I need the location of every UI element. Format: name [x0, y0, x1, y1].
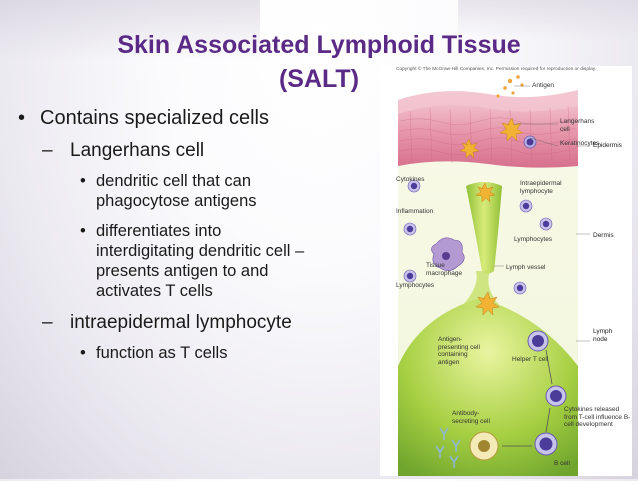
langerhans-cell-2 [459, 138, 480, 159]
label-intraepidermal-lymphocyte: Intraepidermal lymphocyte [520, 180, 562, 195]
label-lymph-node: Lymph node [593, 328, 613, 343]
label-antigen-presenting-cell: Antigen-presenting cell containing antig… [438, 336, 480, 366]
leader-lines [494, 85, 590, 342]
bullet-list: Contains specialized cells –Langerhans c… [18, 106, 318, 373]
label-inflammation: Inflammation [396, 208, 434, 215]
detail-bullet-differentiates: differentiates into interdigitating dend… [18, 221, 318, 301]
background-shade-left [0, 0, 260, 60]
sub-bullet-langerhans: –Langerhans cell [42, 140, 205, 161]
label-lymphocytes-right: Lymphocytes [514, 236, 553, 243]
salt-diagram-svg [398, 75, 590, 476]
label-antigen: Antigen [532, 82, 555, 89]
label-cytokines-released: Cytokines released from T-cell influence… [564, 406, 631, 428]
dermal-cells [403, 179, 553, 295]
label-dermis: Dermis [593, 232, 614, 239]
process-arrows [502, 349, 553, 447]
slide-title: Skin Associated Lymphoid Tissue (SALT) [0, 28, 638, 96]
lymph-vessel [466, 182, 502, 274]
sub-bullet-langerhans-text: Langerhans cell [70, 140, 205, 161]
label-b-cell: B cell [554, 460, 570, 467]
bullet-specialized-cells: Contains specialized cells [18, 106, 318, 131]
label-helper-t-cell: Helper T cell [512, 356, 549, 363]
slide-title-line-2: (SALT) [278, 65, 360, 93]
slide-title-line-1: Skin Associated Lymphoid Tissue [117, 31, 521, 59]
label-epidermis: Epidermis [593, 142, 622, 149]
label-lymph-vessel: Lymph vessel [506, 264, 546, 271]
antibodies [435, 427, 461, 468]
background-shade-right [458, 0, 638, 40]
label-antibody-secreting-cell: Antibody-secreting cell [452, 410, 490, 425]
label-cytokines: Cytokines [396, 176, 425, 183]
figure-copyright: Copyright © The McGraw-Hill Companies, I… [396, 67, 597, 72]
salt-figure [380, 66, 632, 476]
sub-bullet-intraepidermal-text: intraepidermal lymphocyte [70, 312, 292, 333]
detail-bullet-dendritic: dendritic cell that can phagocytose anti… [18, 171, 318, 211]
label-keratinocytes: Keratinocytes [560, 140, 600, 147]
label-langerhans-cell: Langerhans cell [560, 118, 595, 133]
migrating-langerhans-cell [475, 182, 496, 203]
sub-bullet-intraepidermal: –intraepidermal lymphocyte [42, 312, 292, 333]
label-tissue-macrophage: Tissue macrophage [426, 262, 463, 277]
antigen-presenting-cell [475, 291, 500, 316]
detail-bullet-t-cells: function as T cells [18, 343, 318, 363]
label-lymphocytes-left: Lymphocytes [396, 282, 435, 289]
antigen-particles [496, 75, 524, 98]
